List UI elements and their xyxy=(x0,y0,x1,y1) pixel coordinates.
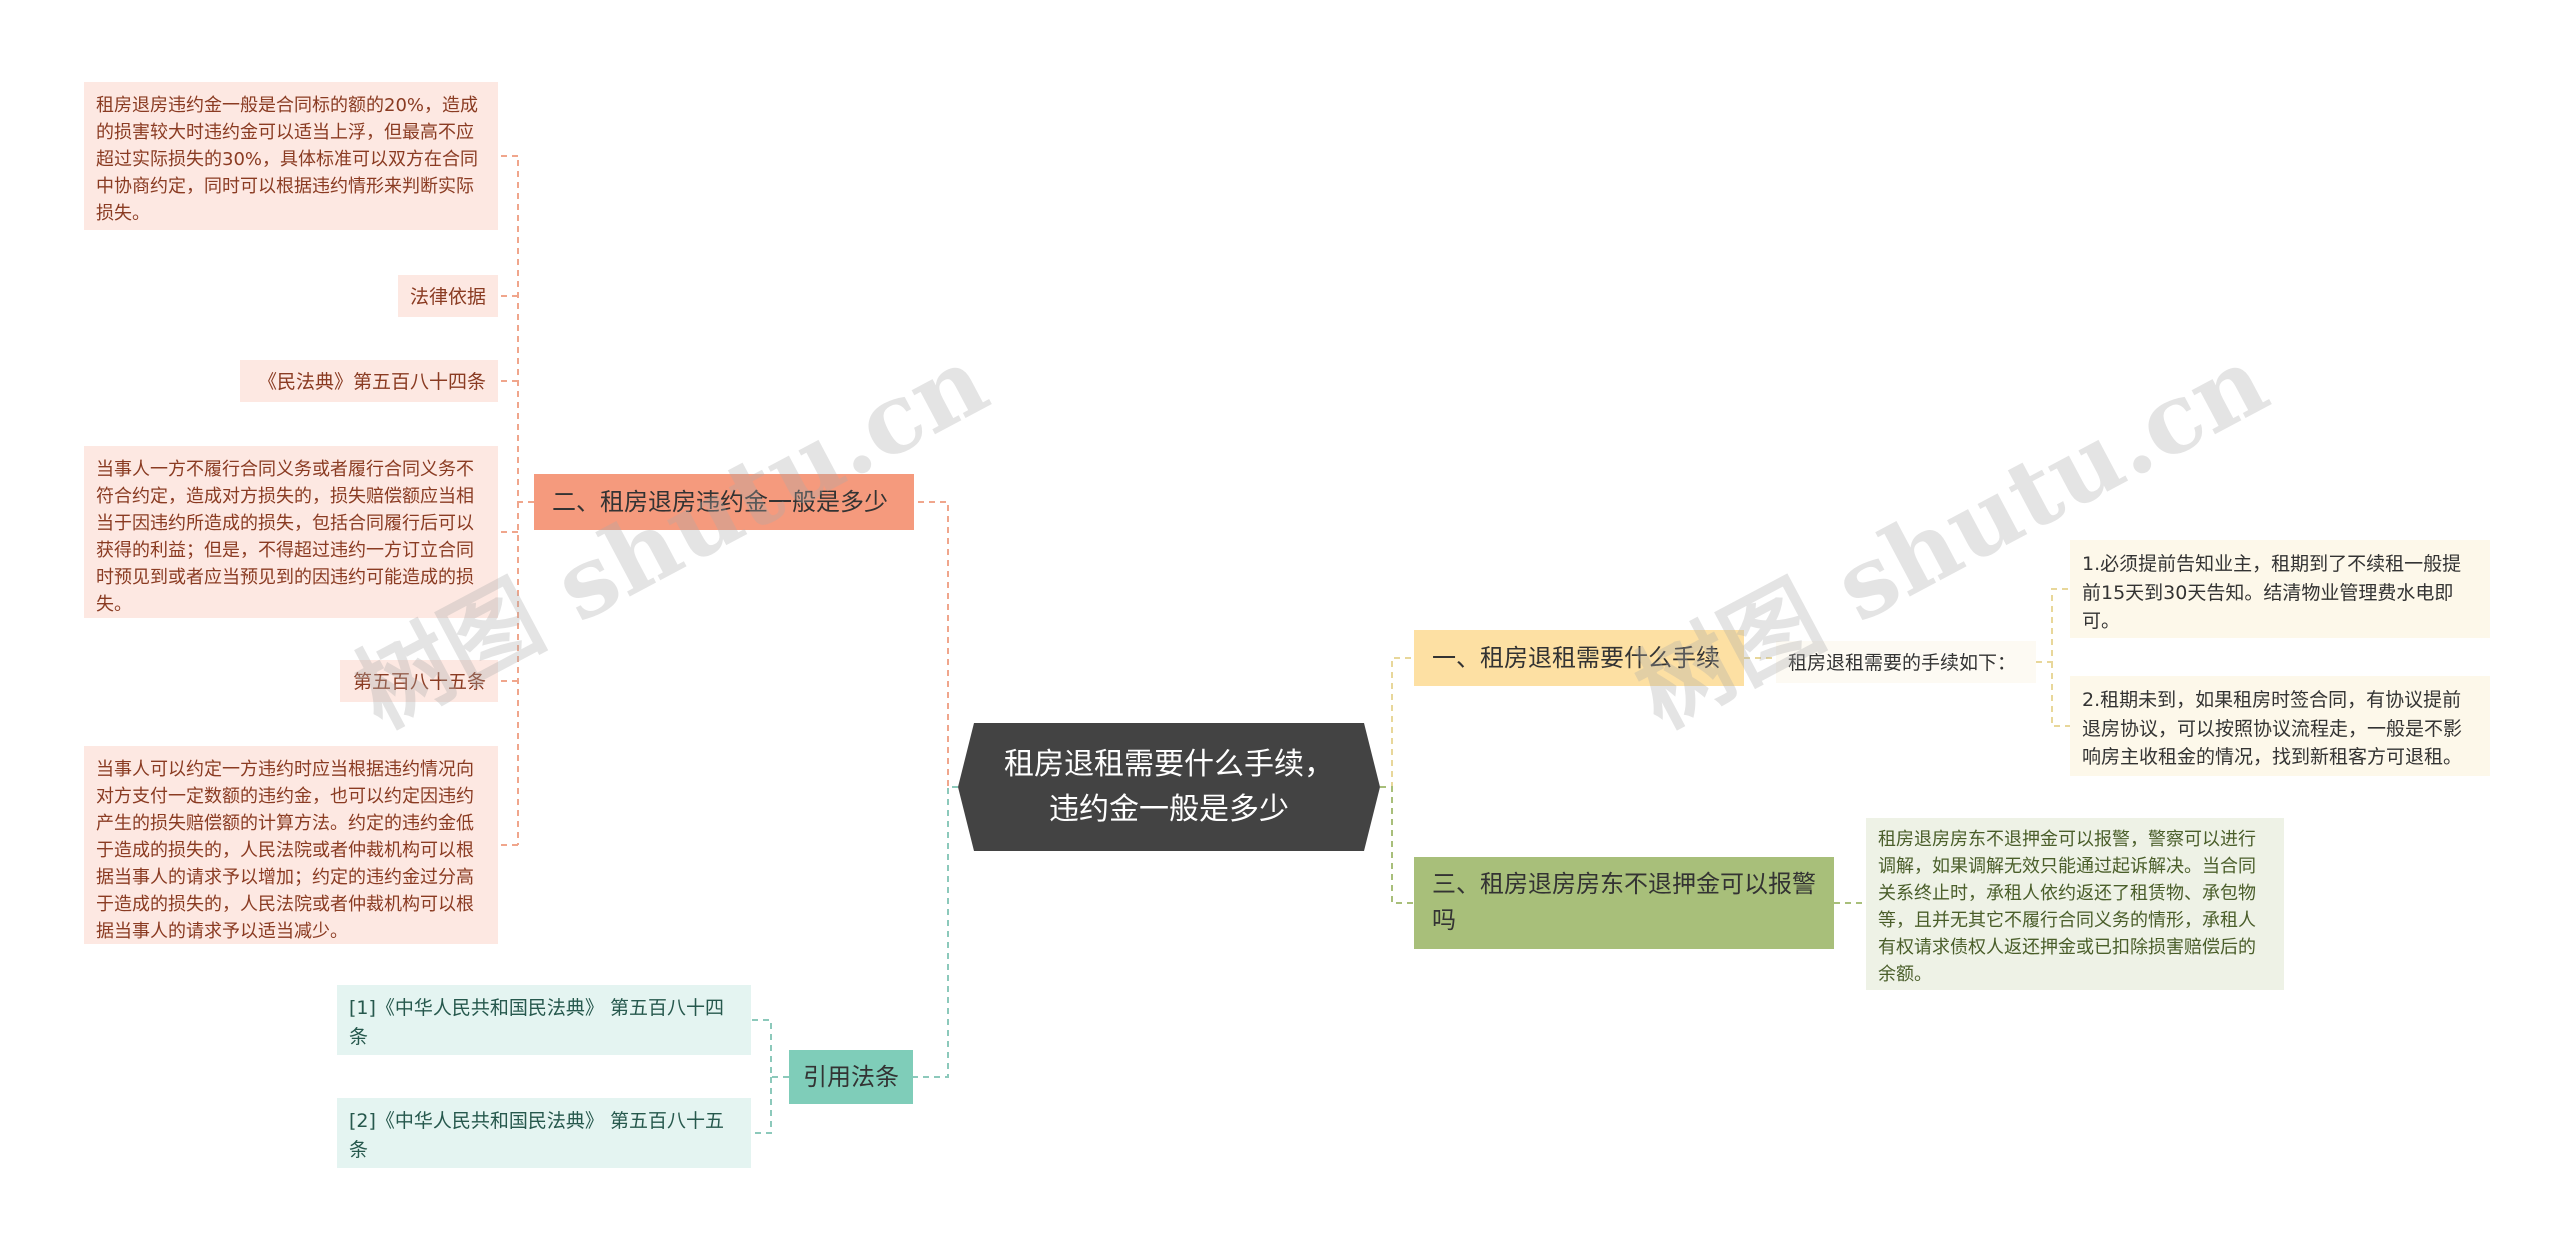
section2-leaf-article-584[interactable]: 《民法典》第五百八十四条 xyxy=(240,360,498,402)
section2-leaf-article-584-text[interactable]: 当事人一方不履行合同义务或者履行合同义务不符合约定，造成对方损失的，损失赔偿额应… xyxy=(84,446,498,618)
link-root-citations xyxy=(913,786,958,1078)
link-intro-steps xyxy=(2036,588,2070,727)
section1-step-1[interactable]: 1.必须提前告知业主，租期到了不续租一般提前15天到30天告知。结清物业管理费水… xyxy=(2070,540,2490,638)
section2-leaf-legal-basis[interactable]: 法律依据 xyxy=(398,275,498,317)
link-root-section3 xyxy=(1380,786,1414,904)
branch-section3[interactable]: 三、租房退房房东不退押金可以报警吗 xyxy=(1414,857,1834,949)
section2-leaf-article-585[interactable]: 第五百八十五条 xyxy=(340,660,498,702)
citation-item-2[interactable]: [2]《中华人民共和国民法典》 第五百八十五条 xyxy=(337,1098,751,1168)
link-citations-items xyxy=(751,1019,789,1134)
link-root-section1 xyxy=(1380,657,1414,788)
section2-leaf-article-585-text[interactable]: 当事人可以约定一方违约时应当根据违约情况向对方支付一定数额的违约金，也可以约定因… xyxy=(84,746,498,944)
branch-section2[interactable]: 二、租房退房违约金一般是多少 xyxy=(534,474,914,530)
branch-section1[interactable]: 一、租房退租需要什么手续 xyxy=(1414,630,1744,686)
section3-detail[interactable]: 租房退房房东不退押金可以报警，警察可以进行调解，如果调解无效只能通过起诉解决。当… xyxy=(1866,818,2284,990)
section2-leaf-summary[interactable]: 租房退房违约金一般是合同标的额的20%，造成的损害较大时违约金可以适当上浮，但最… xyxy=(84,82,498,230)
branch-citations[interactable]: 引用法条 xyxy=(789,1050,913,1104)
root-topic[interactable]: 租房退租需要什么手续， 违约金一般是多少 xyxy=(958,723,1380,851)
link-section2-trunk xyxy=(517,156,534,845)
citation-item-1[interactable]: [1]《中华人民共和国民法典》 第五百八十四条 xyxy=(337,985,751,1055)
link-root-section2 xyxy=(914,501,958,788)
section1-intro[interactable]: 租房退租需要的手续如下： xyxy=(1776,641,2036,683)
root-topic-text: 租房退租需要什么手续， 违约金一般是多少 xyxy=(1004,747,1334,827)
section1-step-2[interactable]: 2.租期未到，如果租房时签合同，有协议提前退房协议，可以按照协议流程走，一般是不… xyxy=(2070,676,2490,776)
